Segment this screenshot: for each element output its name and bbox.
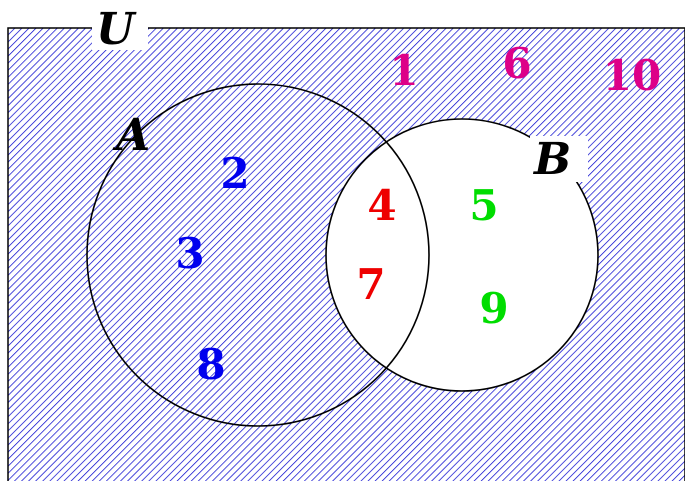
element-outside: 10 xyxy=(603,51,661,100)
element-only-a: 2 xyxy=(220,149,249,198)
set-b-label: B xyxy=(532,134,571,185)
set-a-circle xyxy=(86,83,430,427)
universe-label: U xyxy=(96,4,137,55)
element-only-a: 3 xyxy=(175,229,204,278)
universe-label-bg xyxy=(92,4,148,50)
element-only-b: 5 xyxy=(469,181,498,230)
element-outside: 6 xyxy=(502,39,531,88)
element-only-b: 9 xyxy=(479,284,508,333)
element-only-a: 8 xyxy=(196,340,225,389)
element-outside: 1 xyxy=(389,46,418,95)
set-b-circle xyxy=(325,118,599,392)
set-a-label: A xyxy=(112,110,150,161)
element-a-and-b: 4 xyxy=(367,181,396,230)
element-a-and-b: 7 xyxy=(356,260,385,309)
set-b-label-bg xyxy=(530,136,588,182)
